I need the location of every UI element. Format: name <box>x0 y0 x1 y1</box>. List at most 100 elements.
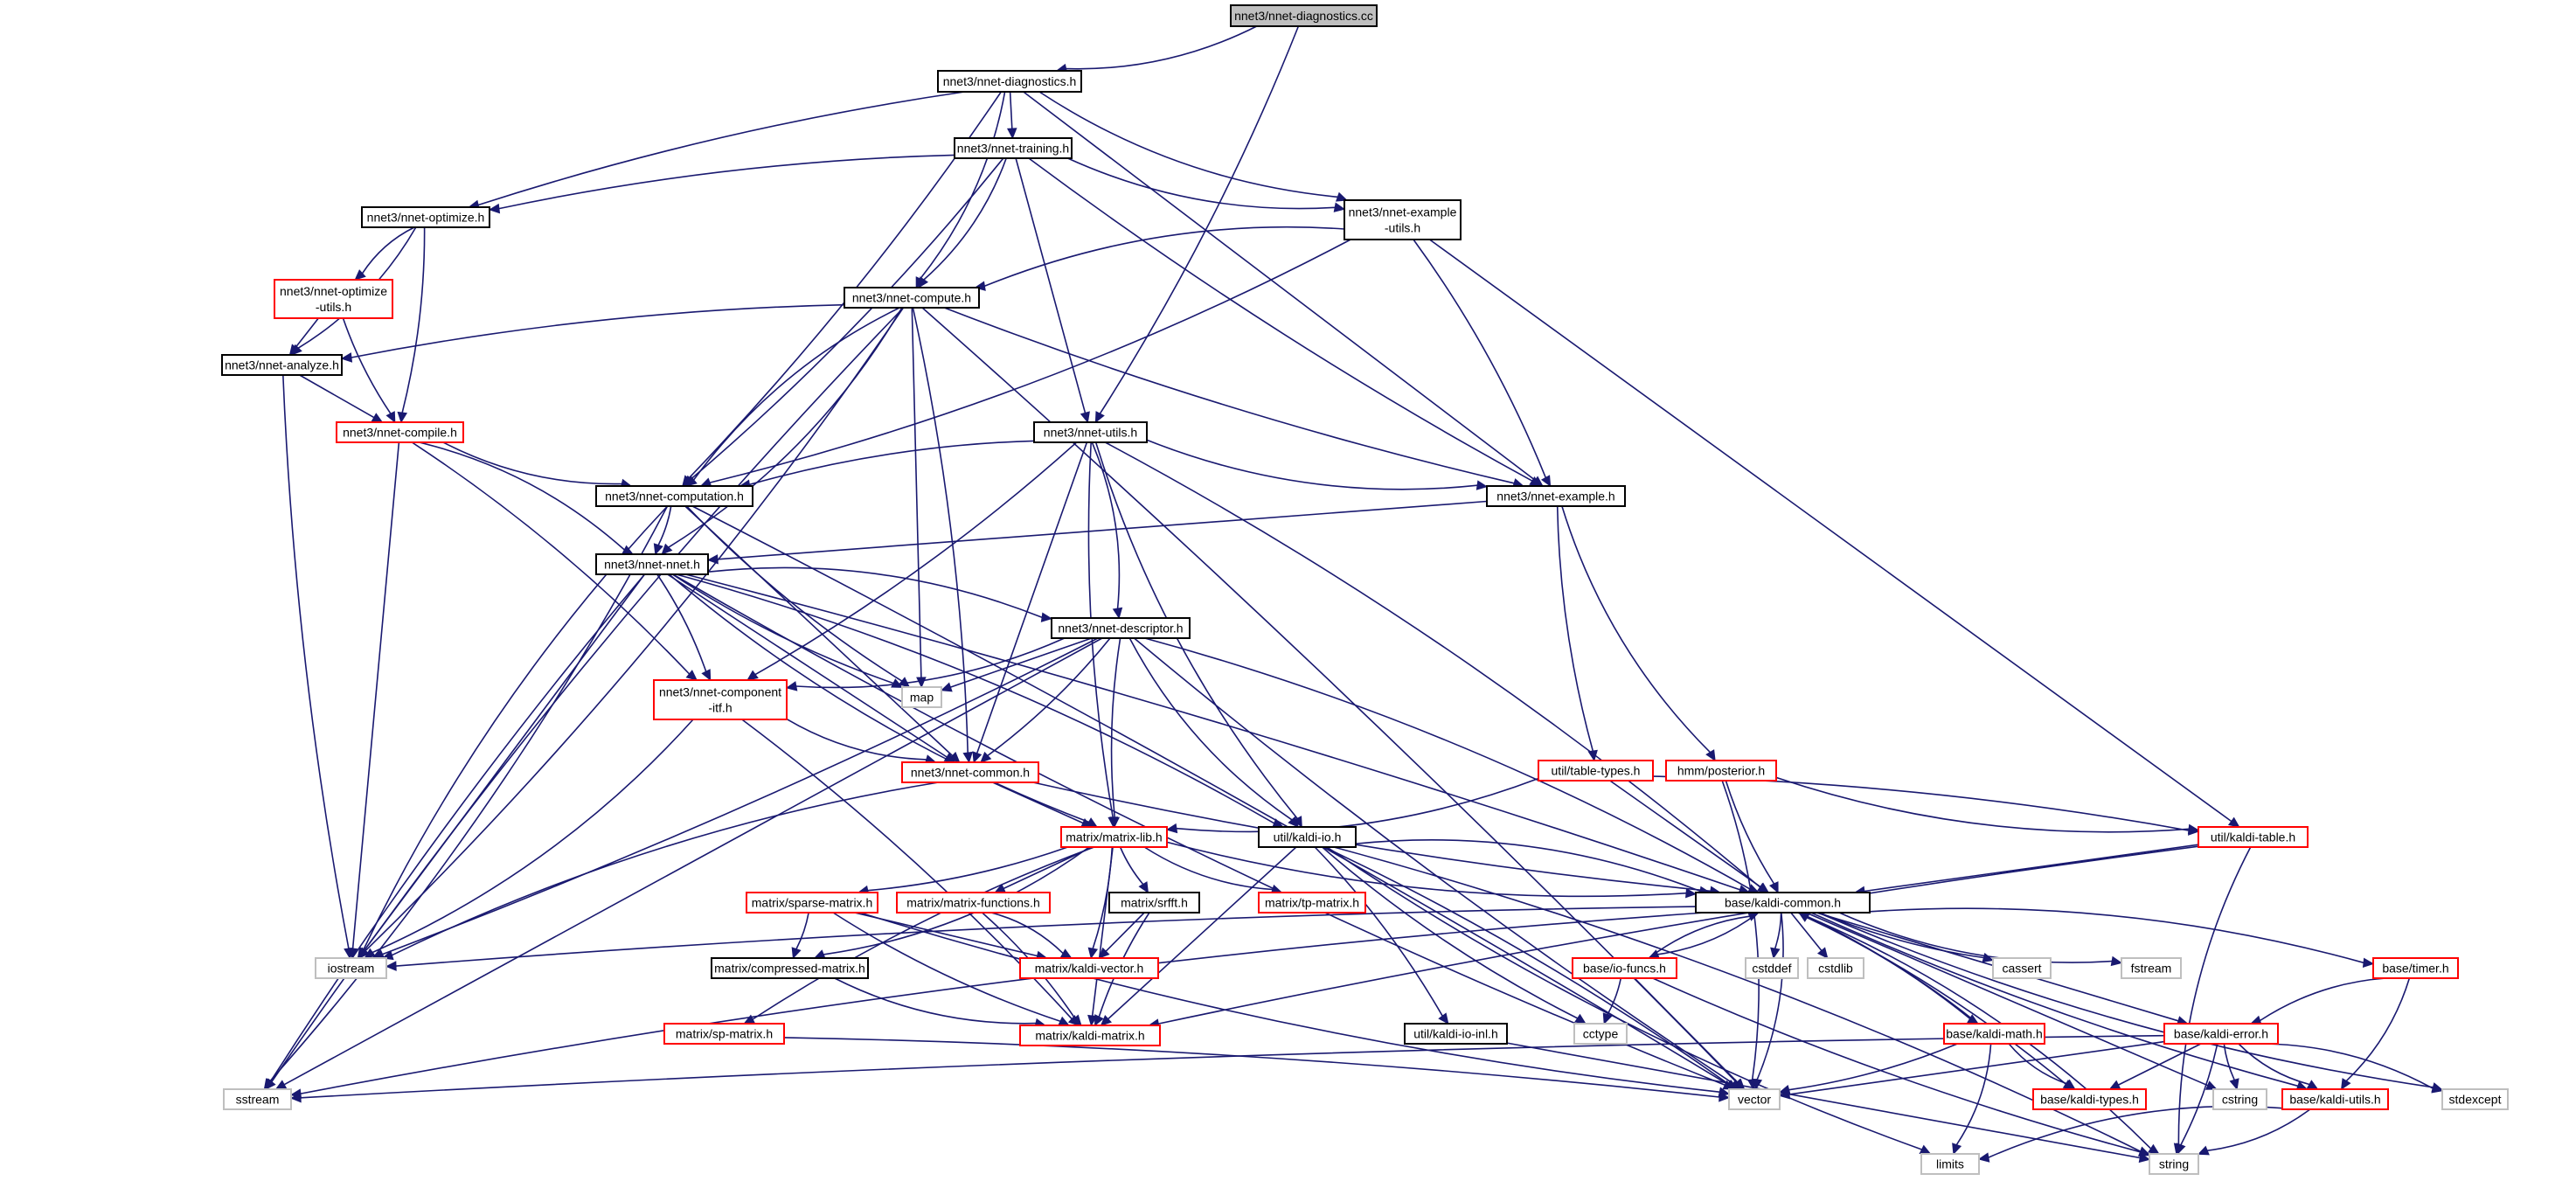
edge-line <box>1322 846 1579 1019</box>
arrowhead-icon <box>916 677 927 689</box>
node-diag-cc[interactable]: nnet3/nnet-diagnostics.cc <box>1230 4 1378 27</box>
node-nnet-common[interactable]: nnet3/nnet-common.h <box>901 761 1039 783</box>
node-optimize-utils[interactable]: nnet3/nnet-optimize-utils.h <box>274 279 393 319</box>
node-sp-matrix[interactable]: matrix/sp-matrix.h <box>663 1023 785 1045</box>
arrowhead-icon <box>1770 947 1781 960</box>
node-label: cctype <box>1583 1027 1619 1041</box>
node-label: nnet3/nnet-diagnostics.h <box>943 74 1077 88</box>
arrowhead-icon <box>1138 881 1149 894</box>
node-box <box>711 957 869 979</box>
node-training[interactable]: nnet3/nnet-training.h <box>954 137 1073 159</box>
edge-diag_h-to-example_utils <box>1038 91 1348 202</box>
node-analyze[interactable]: nnet3/nnet-analyze.h <box>221 354 343 376</box>
arrowhead-icon <box>1288 816 1300 828</box>
edge-line <box>1869 907 2364 964</box>
arrowhead-icon <box>264 1078 275 1090</box>
node-kaldi-common[interactable]: base/kaldi-common.h <box>1695 892 1871 914</box>
node-posterior[interactable]: hmm/posterior.h <box>1665 760 1777 782</box>
node-matrix-functions[interactable]: matrix/matrix-functions.h <box>896 892 1051 914</box>
node-box <box>2149 1153 2199 1175</box>
node-box <box>315 957 387 979</box>
node-label: base/kaldi-math.h <box>1946 1027 2043 1041</box>
edge-kaldi_common-to-timer <box>1869 907 2375 969</box>
edge-optimize_utils-to-analyze <box>288 317 319 356</box>
node-compile[interactable]: nnet3/nnet-compile.h <box>336 421 464 443</box>
arrowhead-icon <box>685 476 698 487</box>
node-example-utils[interactable]: nnet3/nnet-example-utils.h <box>1344 199 1462 240</box>
node-kaldi-vector[interactable]: matrix/kaldi-vector.h <box>1019 957 1159 979</box>
node-kaldi-io-inl[interactable]: util/kaldi-io-inl.h <box>1404 1023 1508 1045</box>
edge-descriptor-to-kaldi_io <box>1128 637 1300 828</box>
node-sstream: sstream <box>223 1088 292 1110</box>
node-label: map <box>910 691 934 705</box>
node-kaldi-utils[interactable]: base/kaldi-utils.h <box>2281 1088 2389 1110</box>
edge-kaldi_error-to-kaldi_utils <box>2238 1043 2319 1090</box>
node-box <box>746 892 878 914</box>
edge-example-to-posterior <box>1561 505 1716 762</box>
node-optimize[interactable]: nnet3/nnet-optimize.h <box>361 206 490 228</box>
arrowhead-icon <box>1006 128 1017 140</box>
node-nnet-utils[interactable]: nnet3/nnet-utils.h <box>1033 421 1148 443</box>
edge-line <box>1032 782 1711 893</box>
node-kaldi-math[interactable]: base/kaldi-math.h <box>1943 1023 2045 1045</box>
node-box <box>2281 1088 2389 1110</box>
node-diag-h[interactable]: nnet3/nnet-diagnostics.h <box>937 70 1082 93</box>
node-iostream: iostream <box>315 957 387 979</box>
node-label: hmm/posterior.h <box>1677 764 1765 778</box>
node-compressed-matrix[interactable]: matrix/compressed-matrix.h <box>711 957 869 979</box>
edge-line <box>920 91 1006 280</box>
arrowhead-icon <box>340 352 353 363</box>
edge-io_funcs-to-string <box>1652 977 2151 1157</box>
node-descriptor[interactable]: nnet3/nnet-descriptor.h <box>1051 617 1191 639</box>
edge-line <box>392 782 939 956</box>
arrowhead-icon <box>358 947 369 959</box>
node-table-types[interactable]: util/table-types.h <box>1538 760 1654 782</box>
node-kaldi-error[interactable]: base/kaldi-error.h <box>2163 1023 2279 1045</box>
arrowhead-icon <box>1475 480 1489 490</box>
edge-nnet_utils-to-kaldi_common <box>1105 441 1769 893</box>
edge-nnet_nnet-to-iostream <box>358 573 646 959</box>
edge-line <box>1009 91 1013 129</box>
edge-line <box>477 91 965 206</box>
node-kaldi-types[interactable]: base/kaldi-types.h <box>2032 1088 2147 1110</box>
node-io-funcs[interactable]: base/io-funcs.h <box>1572 957 1677 979</box>
node-example[interactable]: nnet3/nnet-example.h <box>1486 485 1626 507</box>
node-label: cstring <box>2222 1093 2258 1107</box>
edge-nnet_common-to-matrix_lib <box>992 782 1093 828</box>
node-matrix-lib[interactable]: matrix/matrix-lib.h <box>1060 826 1168 848</box>
edge-line <box>668 573 1089 823</box>
edge-line <box>1634 977 1739 1083</box>
edge-line <box>2238 1043 2310 1086</box>
node-box <box>1807 957 1864 979</box>
node-computation[interactable]: nnet3/nnet-computation.h <box>595 485 753 507</box>
node-compute[interactable]: nnet3/nnet-compute.h <box>844 287 980 309</box>
arrowhead-icon <box>1112 607 1123 620</box>
arrowhead-icon <box>1165 823 1178 834</box>
edge-line <box>832 912 1061 1023</box>
node-box <box>1060 826 1168 848</box>
edge-nnet_utils-to-descriptor <box>1091 441 1123 620</box>
node-sparse-matrix[interactable]: matrix/sparse-matrix.h <box>746 892 878 914</box>
edge-kaldi_io-to-kaldi_io_inl <box>1314 846 1449 1025</box>
node-kaldi-io[interactable]: util/kaldi-io.h <box>1258 826 1357 848</box>
arrowhead-icon <box>1816 947 1829 959</box>
edge-nnet_nnet-to-map <box>671 573 904 688</box>
node-srfft[interactable]: matrix/srfft.h <box>1108 892 1200 914</box>
arrowhead-icon <box>1109 816 1120 829</box>
edge-line <box>984 226 1345 288</box>
node-kaldi-matrix[interactable]: matrix/kaldi-matrix.h <box>1019 1025 1161 1046</box>
edge-diag_h-to-training <box>1006 91 1017 140</box>
edge-line <box>1094 441 1298 819</box>
node-component-itf[interactable]: nnet3/nnet-component-itf.h <box>653 679 788 720</box>
node-label: matrix/srfft.h <box>1121 896 1188 910</box>
node-nnet-nnet[interactable]: nnet3/nnet-nnet.h <box>595 553 709 575</box>
node-label: cstdlib <box>1818 962 1853 976</box>
edge-line <box>749 440 1035 486</box>
edge-line <box>1506 1042 2141 1159</box>
node-tp-matrix[interactable]: matrix/tp-matrix.h <box>1258 892 1366 914</box>
node-kaldi-table[interactable]: util/kaldi-table.h <box>2198 826 2309 848</box>
node-timer[interactable]: base/timer.h <box>2372 957 2459 979</box>
edge-line <box>2180 1043 2218 1146</box>
edge-nnet_nnet-to-kaldi_common <box>685 573 1751 895</box>
node-box <box>221 354 343 376</box>
